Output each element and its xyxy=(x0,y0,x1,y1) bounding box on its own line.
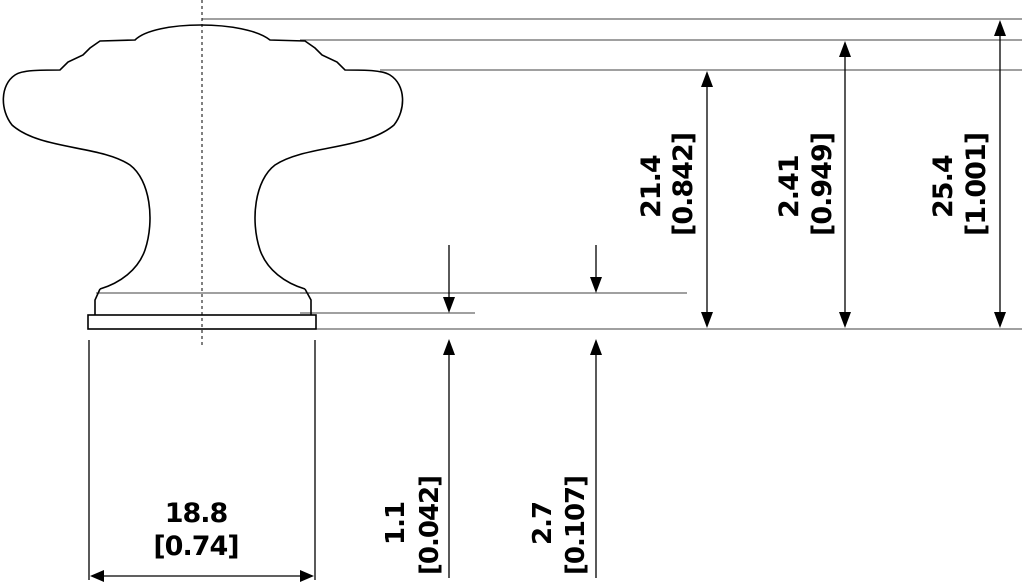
plate-thickness-lower-arrow xyxy=(443,339,455,355)
head-height-arrow-bottom xyxy=(701,312,713,328)
total-height-inch-label: [1.001] xyxy=(961,133,992,236)
crown-height-inch-label: [0.949] xyxy=(807,133,838,236)
base-width-arrow-left xyxy=(90,570,104,582)
base-width-arrow-right xyxy=(300,570,314,582)
plate-thickness-mm-label: 1.1 xyxy=(381,502,411,545)
total-height-arrow-top xyxy=(994,20,1006,36)
knob-profile xyxy=(2,24,404,290)
base-thickness-mm-label: 2.7 xyxy=(528,502,558,545)
base-width-inch-label: [0.74] xyxy=(153,531,238,562)
base-thickness-inch-label: [0.107] xyxy=(561,476,591,575)
base-width-mm-label: 18.8 xyxy=(165,498,228,529)
base-thickness-upper-arrow xyxy=(590,277,602,293)
plate-thickness-upper-arrow xyxy=(443,297,455,313)
head-height-inch-label: [0.842] xyxy=(668,133,699,236)
base-thickness-lower-arrow xyxy=(590,339,602,355)
crown-height-arrow-bottom xyxy=(839,312,851,328)
total-height-arrow-bottom xyxy=(994,312,1006,328)
crown-height-arrow-top xyxy=(839,41,851,57)
crown-height-mm-label: 2.41 xyxy=(774,155,805,218)
total-height-mm-label: 25.4 xyxy=(928,155,959,218)
plate-thickness-inch-label: [0.042] xyxy=(415,476,445,575)
head-height-arrow-top xyxy=(701,71,713,87)
head-height-mm-label: 21.4 xyxy=(636,155,667,218)
